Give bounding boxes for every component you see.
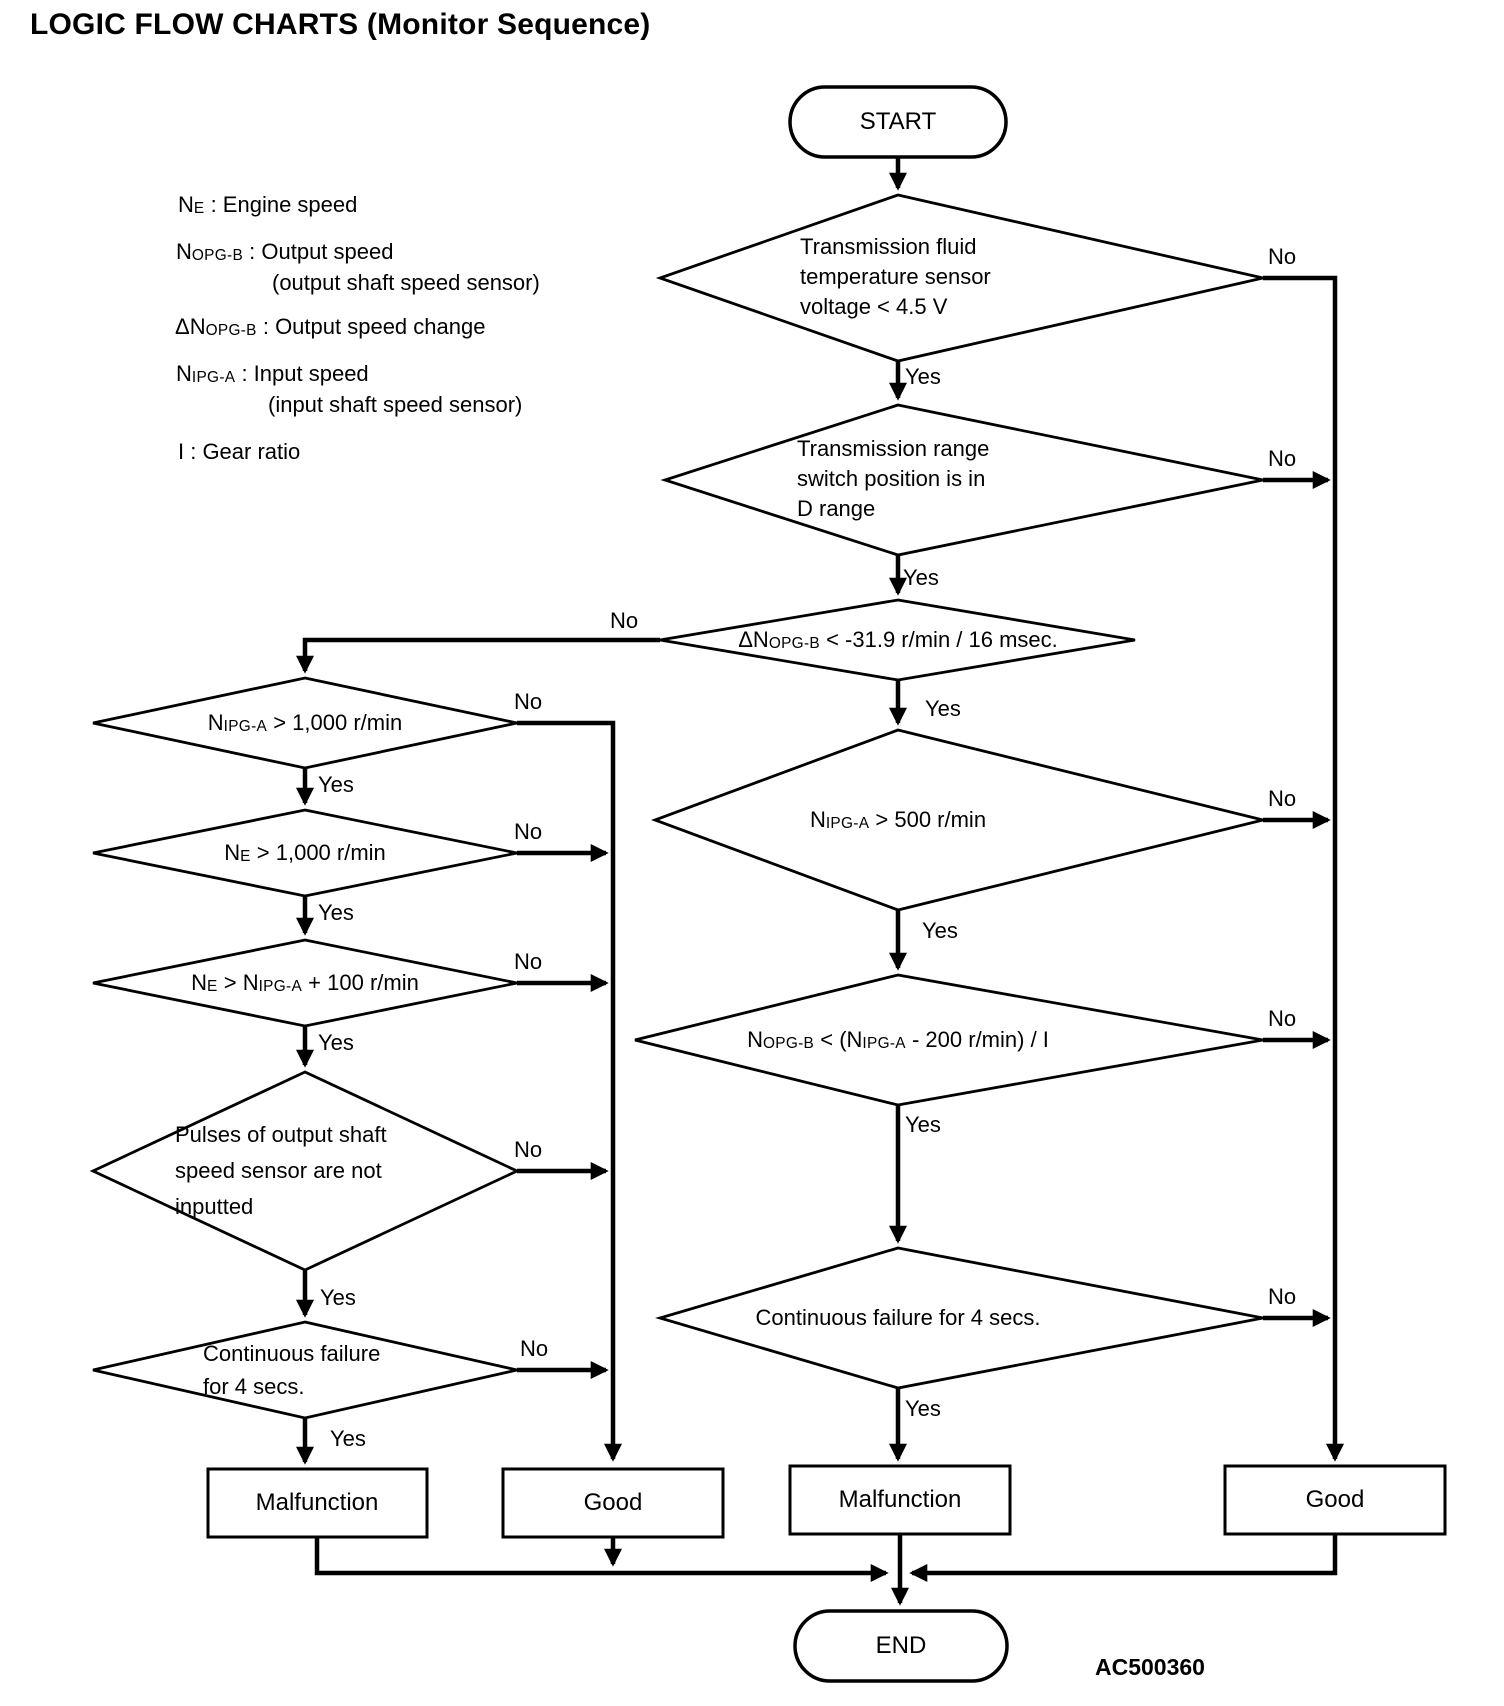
yes-label-contfail-right: Yes [905, 1396, 941, 1421]
no-label-contfail-right: No [1268, 1284, 1297, 1309]
no-label-left4: No [514, 1137, 543, 1162]
no-label-left1: No [514, 689, 543, 714]
no-label-left3: No [514, 949, 543, 974]
decision-pulses-label: Pulses of output shaft speed sensor are … [175, 1122, 387, 1219]
connector-left1-no-rail [517, 720, 622, 1462]
legend-input-speed-note: (input shaft speed sensor) [268, 392, 523, 417]
decision-input-speed-500-label: NIPG-A > 500 r/min [809, 807, 987, 833]
malfunction-right-label: Malfunction [838, 1486, 962, 1513]
yes-label-range: Yes [903, 565, 939, 590]
decision-input-speed-1000-label: NIPG-A > 1,000 r/min [207, 710, 403, 736]
decision-engine-vs-input-label: NE > NIPG-A + 100 r/min [191, 970, 419, 996]
no-label-dnopg: No [610, 608, 639, 633]
yes-label-left1: Yes [318, 772, 354, 797]
page-title: LOGIC FLOW CHARTS (Monitor Sequence) [30, 8, 651, 41]
legend-output-speed-change: ΔNOPG-B : Output speed change [175, 314, 486, 340]
no-label-fluid: No [1268, 244, 1297, 269]
no-label-left2: No [514, 819, 543, 844]
decision-fluid-temp-label: Transmission fluid temperature sensor vo… [800, 234, 991, 319]
good-right-label: Good [1305, 1486, 1365, 1513]
yes-label-left4: Yes [320, 1285, 356, 1310]
box-malfunction-right-shape [788, 1464, 1012, 1536]
decision-range-switch-label: Transmission range switch position is in… [797, 436, 990, 521]
legend-gear-ratio: I : Gear ratio [178, 439, 301, 464]
decision-continuous-failure-left-label: Continuous failure for 4 secs. [203, 1341, 381, 1399]
end-terminator-shape [793, 1609, 1009, 1683]
yes-label-left5: Yes [330, 1426, 366, 1451]
good-left-label: Good [583, 1489, 643, 1516]
no-label-calc: No [1268, 1006, 1297, 1031]
end-label: END [875, 1632, 927, 1659]
decision-output-speed-change-label: ΔNOPG-B < -31.9 r/min / 16 msec. [738, 627, 1058, 653]
decision-output-speed-calc-label: NOPG-B < (NIPG-A - 200 r/min) / I [747, 1027, 1049, 1053]
decision-engine-speed-1000-label: NE > 1,000 r/min [224, 840, 386, 866]
connector-fluid-no-rail [1263, 275, 1344, 1462]
yes-label-left3: Yes [318, 1030, 354, 1055]
connector-good-right-to-merge [909, 1534, 1338, 1582]
decision-continuous-failure-right-label: Continuous failure for 4 secs. [755, 1305, 1041, 1330]
yes-label-calc: Yes [905, 1112, 941, 1137]
legend-engine-speed: NE : Engine speed [178, 192, 358, 218]
malfunction-left-label: Malfunction [255, 1489, 379, 1516]
no-label-left5: No [520, 1336, 549, 1361]
no-label-range: No [1268, 446, 1297, 471]
no-label-input500: No [1268, 786, 1297, 811]
yes-label-input500: Yes [922, 918, 958, 943]
legend-input-speed: NIPG-A : Input speed [176, 361, 369, 387]
connector-malfunction-left-to-merge [314, 1537, 889, 1582]
connector-dnopg-no-to-left [296, 637, 660, 674]
yes-label-dnopg: Yes [925, 696, 961, 721]
legend-output-speed-note: (output shaft speed sensor) [272, 270, 540, 295]
box-good-left-shape [501, 1467, 725, 1539]
legend-output-speed: NOPG-B : Output speed [176, 239, 394, 265]
figure-id: AC500360 [1095, 1654, 1205, 1680]
start-label: START [859, 108, 937, 135]
yes-label-left2: Yes [318, 900, 354, 925]
yes-label-fluid: Yes [905, 364, 941, 389]
